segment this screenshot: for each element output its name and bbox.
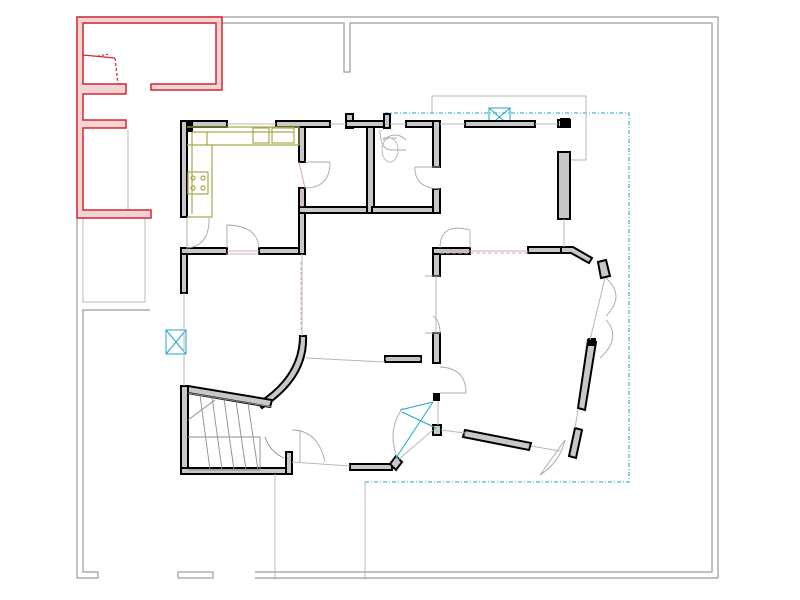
stove-icon [187, 171, 209, 195]
column-square-icon [560, 118, 570, 128]
window-cross-icon [165, 329, 187, 355]
toilet-icon [381, 137, 399, 163]
entry-cyan-lines [392, 401, 437, 461]
red-annex [76, 16, 223, 219]
walls [180, 113, 612, 475]
door-swings [186, 129, 617, 476]
kitchen-fixtures [187, 126, 300, 218]
pink-openings [227, 161, 528, 330]
staircase [187, 392, 285, 471]
site-boundary [76, 16, 719, 579]
cyan-outline [365, 95, 630, 483]
column-square-icon [588, 338, 596, 346]
thin-partitions [183, 123, 606, 580]
